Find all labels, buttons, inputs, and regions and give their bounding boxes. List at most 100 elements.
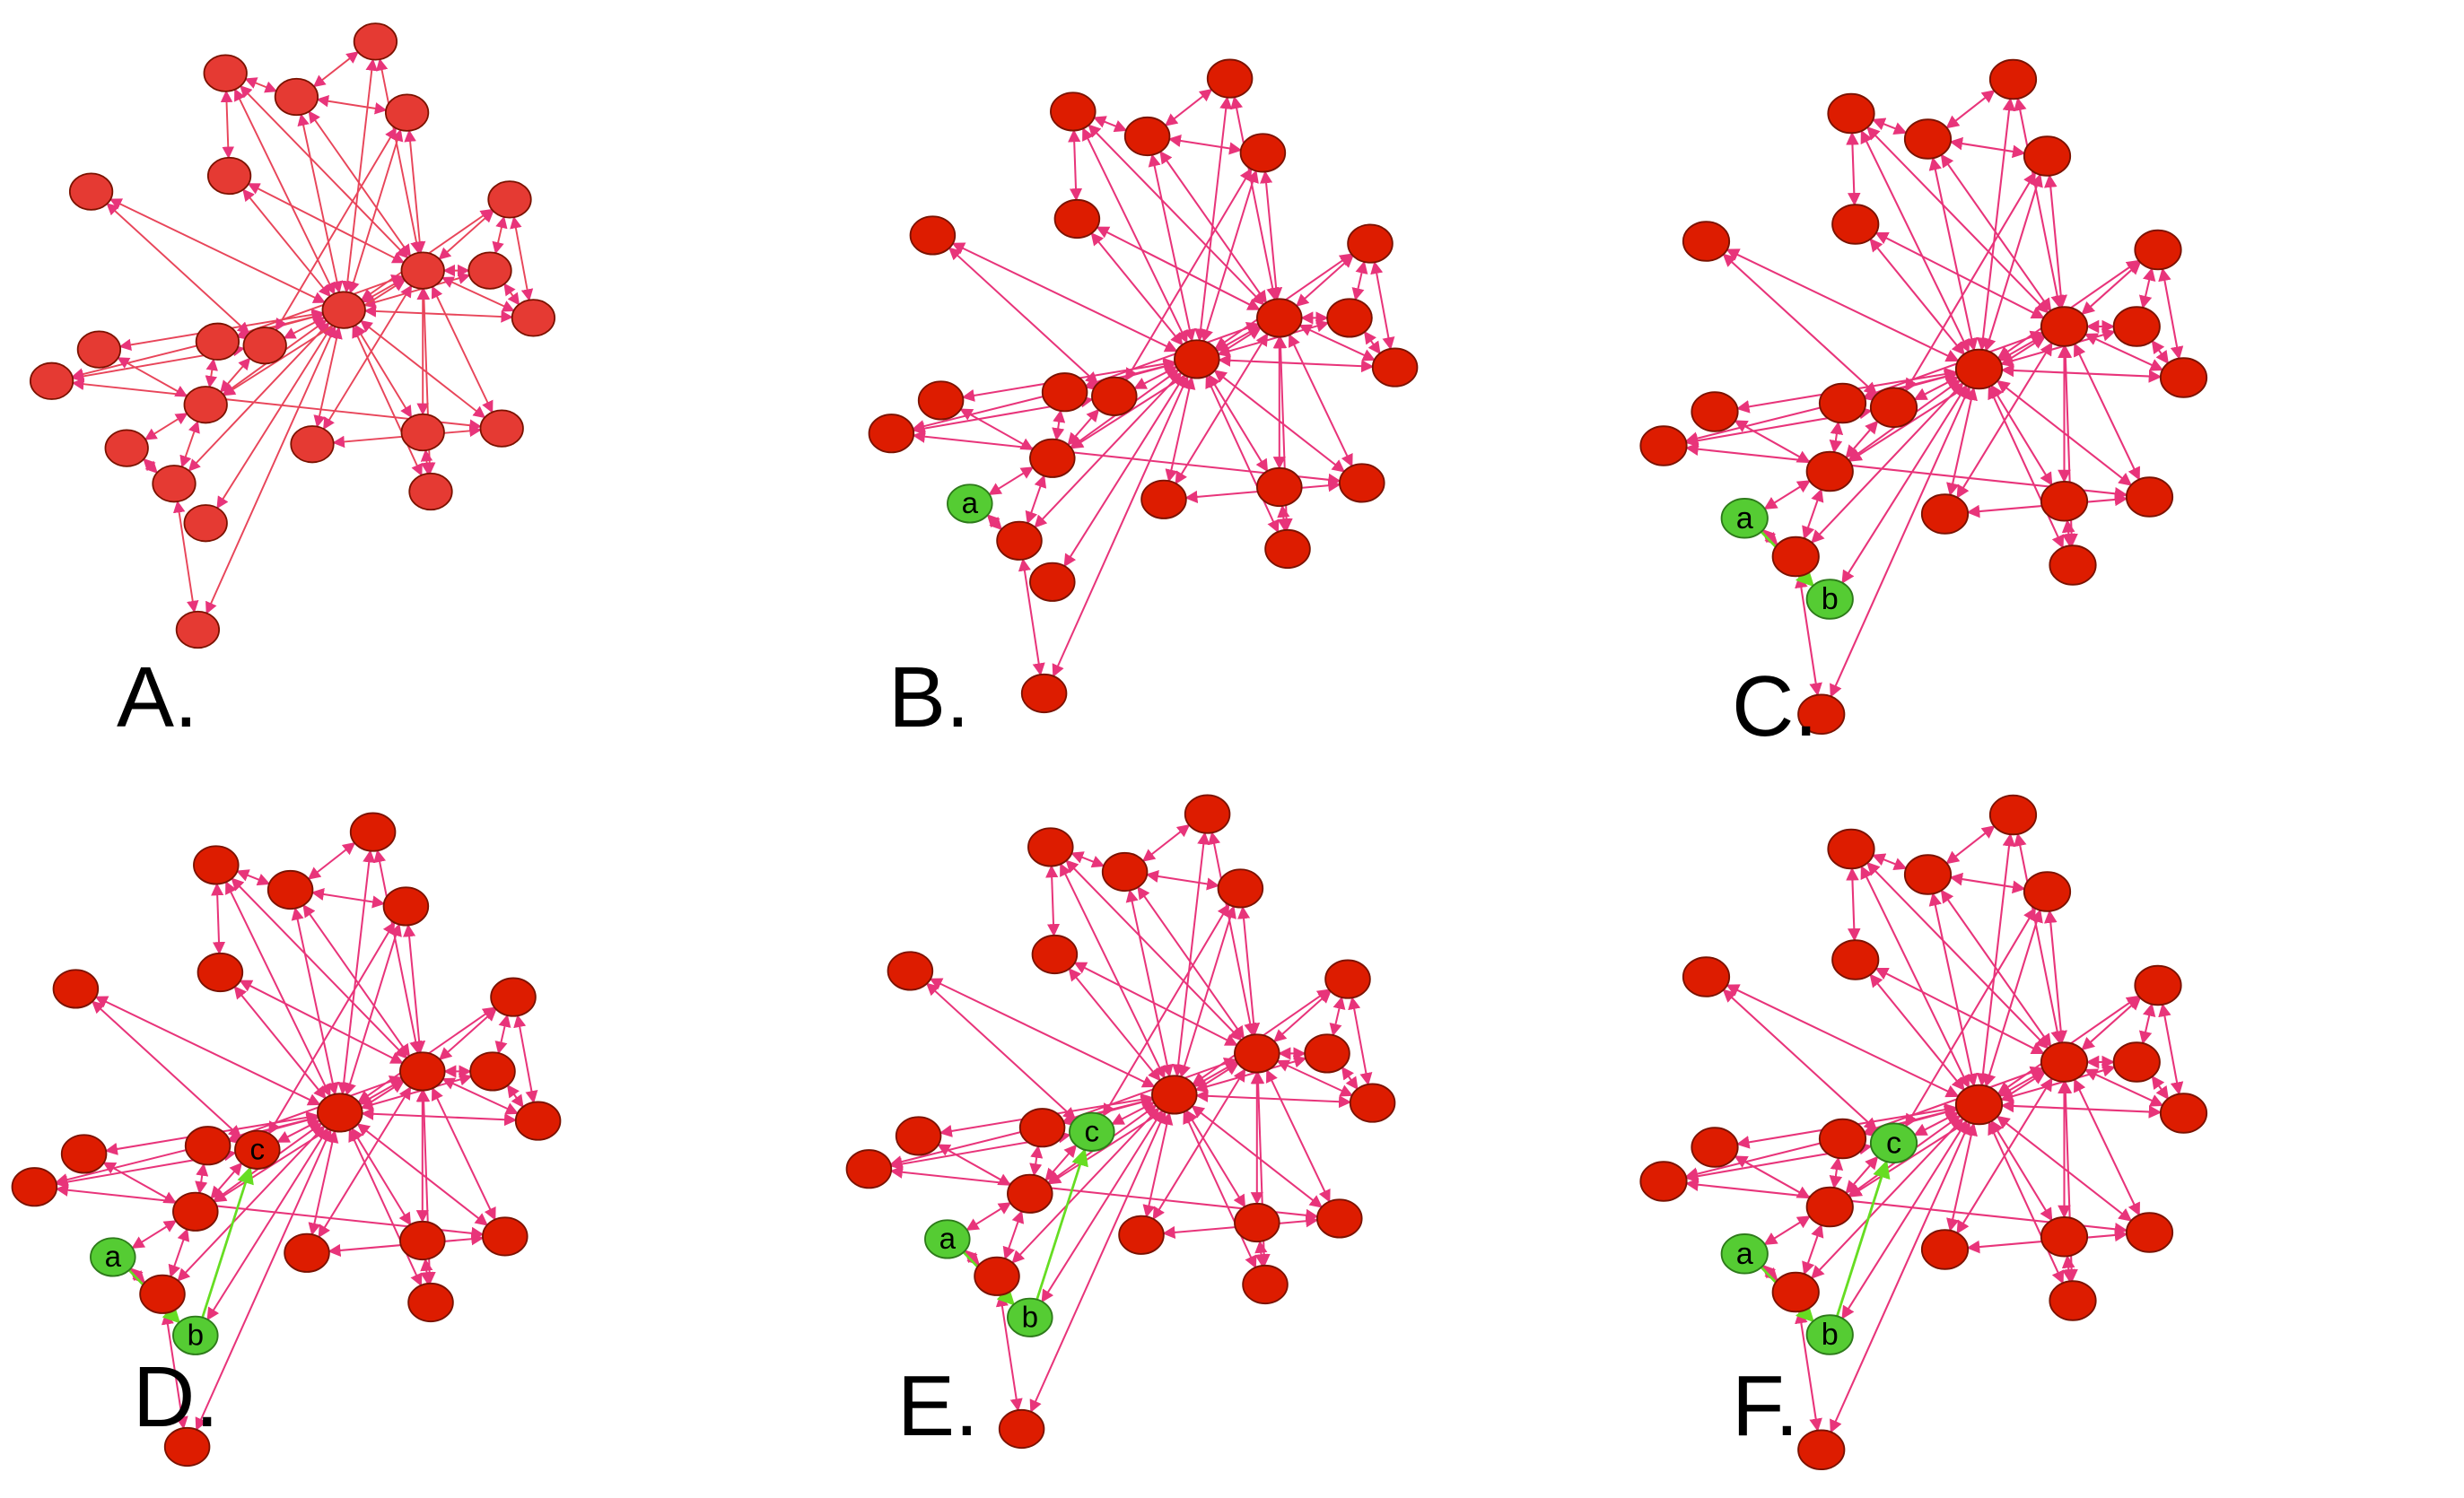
node-n19 — [175, 610, 221, 649]
node-n11 — [1018, 1108, 1066, 1148]
edge-hub-n3 — [341, 58, 378, 293]
edge-hub2-n1 — [1088, 124, 1265, 306]
edge-hub2-n3 — [2014, 832, 2064, 1045]
node-n13 — [29, 361, 74, 400]
edge-hub-n8 — [2000, 1099, 2163, 1119]
node-n19 — [998, 1408, 1045, 1450]
edge-n17-n14 — [2061, 1254, 2075, 1283]
node-n17 — [407, 1282, 454, 1323]
edge-n9-c — [1722, 253, 1878, 396]
node-c — [1869, 1122, 1918, 1164]
edge-n7-n8 — [2151, 1075, 2170, 1101]
edge-hub-n19 — [1830, 1121, 1971, 1433]
node-n3 — [1206, 58, 1254, 99]
node-c — [234, 1129, 281, 1170]
node-n9 — [52, 969, 100, 1009]
node-n19 — [1797, 693, 1846, 736]
node-n14 — [399, 1220, 446, 1261]
node-n15 — [1920, 1229, 1970, 1270]
edge-hub-n1 — [1059, 863, 1166, 1079]
edge-n11-n12 — [1829, 1156, 1844, 1189]
edge-hub-n17 — [1205, 375, 1280, 534]
node-n7 — [467, 251, 512, 290]
node-label-a: a — [1736, 501, 1754, 536]
node-n15 — [290, 425, 335, 464]
node-n12 — [183, 386, 228, 424]
edge-hub-n17 — [1988, 1120, 2065, 1285]
node-n14 — [400, 413, 445, 452]
panel-f: cab — [1639, 794, 2208, 1471]
edge-n19-n18 — [995, 1293, 1023, 1412]
node-label-a: a — [105, 1241, 122, 1274]
edge-n17-n14 — [420, 449, 433, 475]
edge-hub-n5 — [233, 986, 327, 1100]
edge-n10-n12 — [117, 357, 188, 397]
edge-n7-n8 — [506, 1084, 524, 1109]
node-label-c: c — [1886, 1126, 1901, 1160]
node-label-a: a — [939, 1223, 957, 1256]
edge-hub2-n6 — [1272, 990, 1332, 1042]
edge-n10-n12 — [959, 408, 1034, 450]
node-a — [924, 1219, 971, 1259]
node-n13 — [11, 1167, 58, 1207]
node-n10 — [1691, 1127, 1739, 1168]
edge-n11-n12 — [195, 1163, 209, 1195]
edge-n7-n8 — [1341, 1066, 1359, 1091]
edge-n19-n18 — [161, 1311, 188, 1430]
edge-n12-a — [1763, 1215, 1812, 1246]
edge-n11-n12 — [1829, 421, 1844, 454]
edge-hub2-n1 — [1065, 859, 1243, 1041]
edge-hub-n8 — [363, 305, 514, 323]
node-n9 — [1682, 221, 1731, 262]
node-n10 — [917, 380, 965, 421]
edge-hub-n17 — [348, 1128, 423, 1287]
edge-n17-n14 — [1277, 504, 1290, 532]
edge-hub-n17 — [352, 325, 423, 476]
edge-n9-c — [1722, 989, 1878, 1131]
node-n3 — [1988, 58, 2038, 100]
node-n6 — [1324, 959, 1371, 999]
edge-n12-n18 — [179, 420, 200, 468]
edge-hub2-n3 — [2014, 97, 2064, 309]
edge-hub-n5 — [1869, 973, 1965, 1092]
edge-hub2-n4 — [404, 129, 426, 254]
node-c — [1069, 1111, 1115, 1152]
edge-hub-n19 — [1029, 1110, 1166, 1414]
edge-hub2-n6 — [2081, 261, 2142, 316]
edge-n12-n18 — [168, 1228, 190, 1278]
panel-a — [29, 22, 556, 649]
node-hub — [1954, 1084, 2004, 1126]
node-n15 — [1920, 493, 1970, 535]
node-n13 — [868, 414, 915, 454]
edge-n2-n4 — [1145, 869, 1220, 891]
node-n14 — [2040, 480, 2089, 522]
node-n7 — [2112, 306, 2161, 347]
node-n11 — [1818, 1118, 1867, 1160]
edge-hub2-n16 — [2074, 1078, 2140, 1216]
edge-hub-n4 — [347, 128, 404, 294]
edge-hub2-n3 — [375, 57, 423, 255]
edge-n6-n7 — [2138, 1003, 2156, 1045]
edge-n10-n12 — [1734, 420, 1811, 464]
edge-n1-n5 — [1846, 131, 1861, 206]
node-b — [1805, 579, 1854, 620]
edge-hub2-n1 — [231, 877, 408, 1059]
edge-n10-n12 — [1734, 1155, 1811, 1199]
edge-n2-n4 — [316, 95, 388, 115]
edge-n7-n8 — [503, 283, 520, 306]
node-n5 — [206, 156, 252, 196]
edge-hub-hub2 — [1998, 334, 2045, 361]
edge-hub2-n6 — [438, 1008, 497, 1060]
edge-hub-n1 — [1081, 127, 1188, 344]
node-b — [172, 1315, 219, 1355]
edge-hub-n8 — [361, 1107, 518, 1127]
node-label-c: c — [1085, 1115, 1100, 1148]
node-n16 — [482, 1216, 529, 1257]
node-n5 — [1031, 934, 1079, 975]
edge-b-c — [201, 1166, 254, 1319]
edge-n3-n2 — [307, 841, 356, 880]
edge-n8-n6 — [1370, 260, 1395, 351]
node-n15 — [284, 1232, 330, 1273]
edge-n12-a — [131, 1220, 178, 1250]
edge-n11-n12 — [1052, 409, 1066, 441]
